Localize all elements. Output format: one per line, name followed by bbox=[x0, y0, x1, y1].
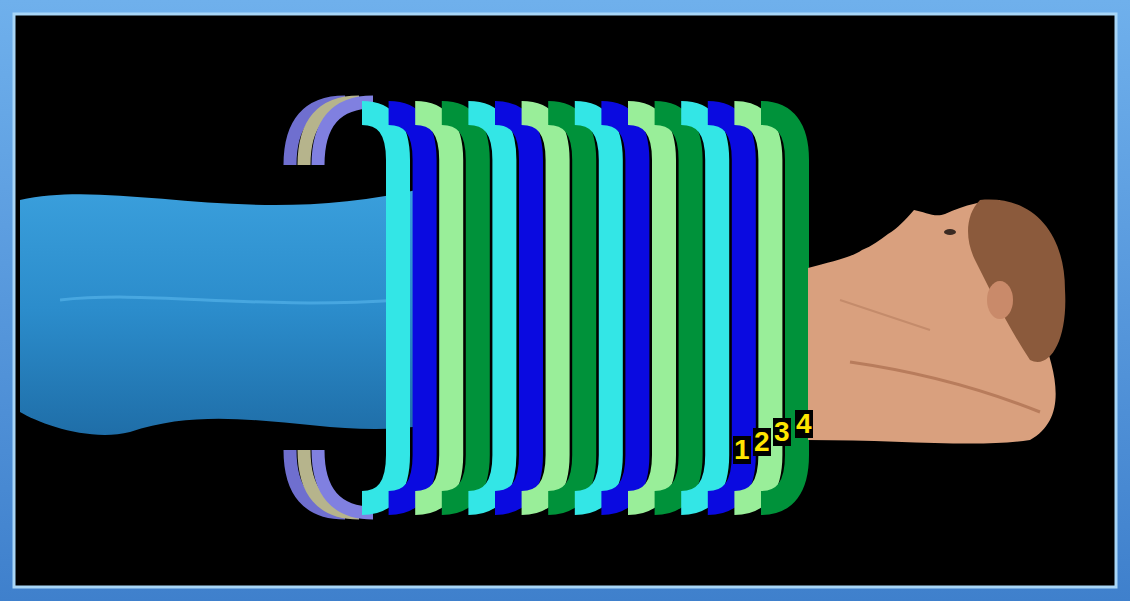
callout-number: 1 bbox=[733, 436, 751, 464]
coil-ring bbox=[442, 113, 478, 503]
coil-ring bbox=[362, 113, 398, 503]
callout-number: 3 bbox=[773, 418, 791, 446]
coil-ring bbox=[681, 113, 717, 503]
callout-number: 4 bbox=[795, 410, 813, 438]
coil-rings bbox=[362, 113, 797, 503]
ear bbox=[987, 281, 1013, 319]
coil-ring bbox=[522, 113, 558, 503]
coil-ring bbox=[575, 113, 611, 503]
coil-ring bbox=[628, 113, 664, 503]
background bbox=[14, 14, 1116, 587]
legs bbox=[20, 188, 425, 435]
coil-ring bbox=[495, 113, 531, 503]
leg-highlight bbox=[60, 297, 400, 303]
head bbox=[808, 200, 1065, 444]
coil-ring bbox=[548, 113, 584, 503]
coil-ring bbox=[601, 113, 637, 503]
callout-number: 2 bbox=[753, 428, 771, 456]
coil-ring bbox=[389, 113, 425, 503]
coil-ring bbox=[415, 113, 451, 503]
hair bbox=[968, 200, 1065, 362]
eye bbox=[944, 229, 956, 235]
neck-shade bbox=[840, 300, 930, 330]
coil-ring bbox=[468, 113, 504, 503]
arm-shade bbox=[850, 362, 1040, 412]
coil-ring bbox=[655, 113, 691, 503]
